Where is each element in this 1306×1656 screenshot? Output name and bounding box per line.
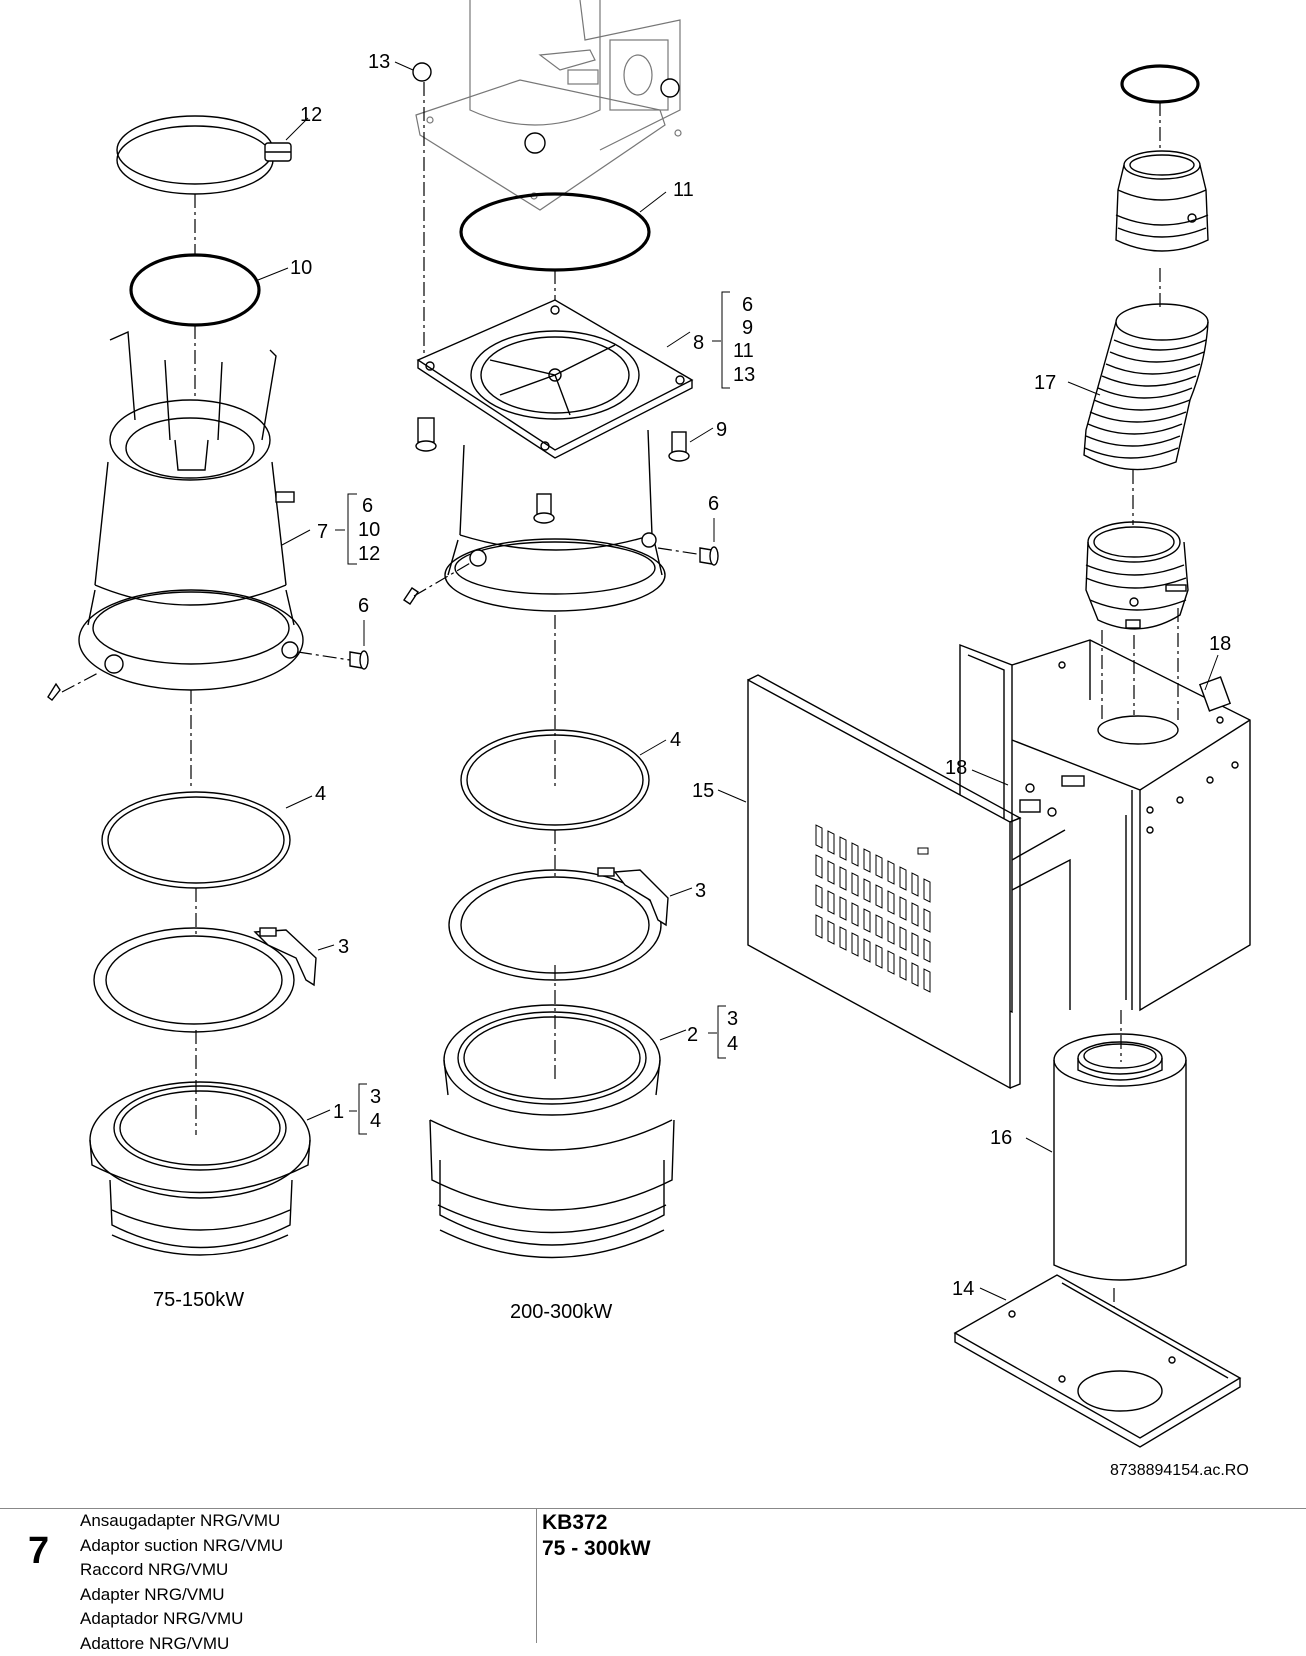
part-11-o-ring-large: [461, 194, 649, 270]
description-es: Adaptador NRG/VMU: [80, 1607, 283, 1632]
callout-14: 14: [952, 1278, 974, 1300]
group-2-item-2: 4: [727, 1033, 738, 1055]
callout-10: 10: [290, 257, 312, 279]
callout-1: 1: [333, 1101, 344, 1123]
callout-6-left: 6: [358, 595, 369, 617]
part-2-suction-collar-large: [430, 1005, 674, 1258]
callout-11: 11: [673, 179, 694, 201]
group-8-item-1: 6: [742, 294, 753, 316]
drawing-reference: 8738894154.ac.RO: [1110, 1462, 1249, 1479]
callout-18-upper: 18: [1209, 633, 1231, 655]
part-3-clamp-ring-left: [94, 928, 316, 1032]
part-14-base-plate: [955, 1275, 1240, 1447]
exploded-parts-diagram: 12 10 7 6 10 12 6 4: [0, 0, 1306, 1500]
connector-upper: [1116, 151, 1208, 251]
callout-13: 13: [368, 51, 390, 73]
group-7-item-2: 10: [358, 519, 380, 541]
part-3-clamp-ring-middle: [449, 868, 668, 980]
callout-8: 8: [693, 332, 704, 354]
callout-17: 17: [1034, 372, 1056, 394]
callout-3-left: 3: [338, 936, 349, 958]
part-8-fan-adapter-plate: [418, 300, 692, 611]
description-list: Ansaugadapter NRG/VMU Adaptor suction NR…: [80, 1509, 283, 1656]
part-10-o-ring-small: [131, 255, 259, 325]
callout-12: 12: [300, 104, 322, 126]
part-12-hose-clamp-small: [117, 116, 291, 194]
callout-6-middle: 6: [708, 493, 719, 515]
callout-4-left: 4: [315, 783, 326, 805]
footer-divider: [536, 1508, 537, 1643]
callout-9: 9: [716, 419, 727, 441]
part-1-suction-collar: [90, 1082, 310, 1255]
group-1-item-1: 3: [370, 1086, 381, 1108]
description-fr: Raccord NRG/VMU: [80, 1558, 283, 1583]
part-18-brackets: [1020, 677, 1230, 816]
callout-18-lower: 18: [945, 757, 967, 779]
callout-7: 7: [317, 521, 328, 543]
callout-4-middle: 4: [670, 729, 681, 751]
part-6-screw-left: [48, 620, 368, 700]
group-8-item-3: 11: [733, 340, 754, 362]
group-7-item-3: 12: [358, 543, 380, 565]
power-range: 75 - 300kW: [542, 1537, 651, 1561]
group-1-item-2: 4: [370, 1110, 381, 1132]
group-2-item-1: 3: [727, 1008, 738, 1030]
part-6-screw-middle: [404, 518, 718, 604]
connector-lower: [1086, 522, 1188, 629]
model-name: KB372: [542, 1511, 607, 1535]
group-7-item-1: 6: [362, 495, 373, 517]
part-17-flexible-hose: [1084, 304, 1208, 470]
description-de: Ansaugadapter NRG/VMU: [80, 1509, 283, 1534]
caption-200-300kw: 200-300kW: [510, 1301, 612, 1323]
callout-16: 16: [990, 1127, 1012, 1149]
fan-unit-ghosted: [413, 0, 681, 210]
top-ring: [1122, 66, 1198, 102]
description-it: Adattore NRG/VMU: [80, 1632, 283, 1656]
page-number: 7: [28, 1530, 49, 1573]
callout-15: 15: [692, 780, 714, 802]
description-nl: Adapter NRG/VMU: [80, 1583, 283, 1608]
part-7-suction-adapter-body: [79, 332, 303, 690]
group-8-item-2: 9: [742, 317, 753, 339]
part-16-silencer: [1054, 1034, 1186, 1280]
caption-75-150kw: 75-150kW: [153, 1289, 244, 1311]
callout-3-middle: 3: [695, 880, 706, 902]
callout-2: 2: [687, 1024, 698, 1046]
group-8-item-4: 13: [733, 364, 755, 386]
description-en: Adaptor suction NRG/VMU: [80, 1534, 283, 1559]
part-4-seal-ring-left: [102, 792, 290, 888]
